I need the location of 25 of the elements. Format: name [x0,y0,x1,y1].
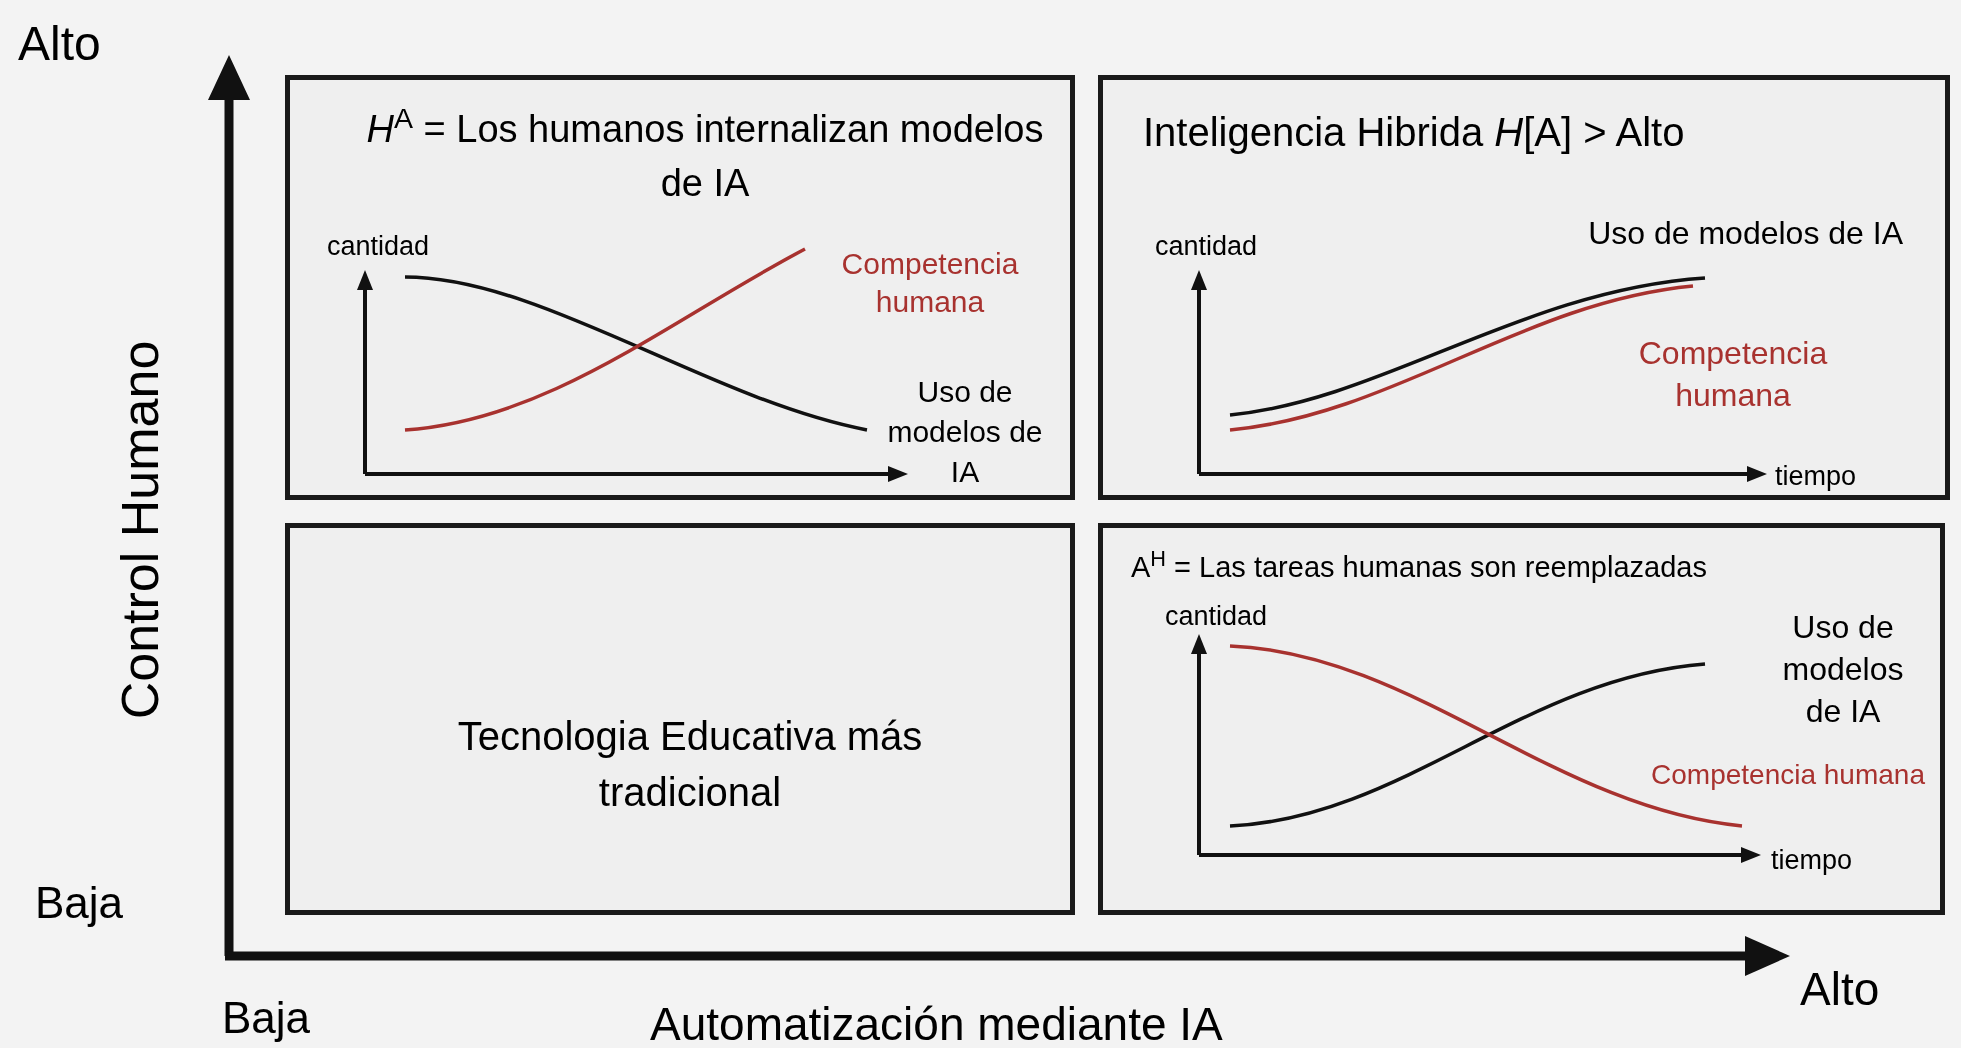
quadrant-text: Tecnologia Educativa más tradicional [456,713,924,816]
axis-label: cantidad [1165,600,1269,633]
axis-title: Automatización mediante IA [650,997,1223,1048]
quadrant-box [285,523,1075,915]
quadrant-box [1098,523,1945,915]
curve-label: Competencia humana [1650,758,1926,792]
axis-label: cantidad [1155,230,1259,263]
axis-value: Baja [35,877,124,929]
quadrant-title: Inteligencia Hibrida H[A] > Alto [1143,109,1686,156]
quadrant-box [1098,75,1950,500]
curve-label: Uso de modelos de IA [1781,608,1905,731]
axis-label: tiempo [1771,844,1854,877]
axis-label: cantidad [327,230,431,263]
curve-label: Uso de modelos de IA [886,374,1044,490]
curve-label: Competencia humana [1637,334,1829,415]
quadrant-title: H$^{A}$ = Los humanos internalizan modelos de IA [365,102,1045,206]
axis-value: Baja [222,992,311,1044]
axis-title: Control Humano [110,340,170,720]
curve-label: Uso de modelos de IA [1587,214,1903,253]
quadrant-box [285,75,1075,500]
axis-value: Alto [1800,962,1880,1017]
axis-label: tiempo [1775,460,1858,493]
curve-label: Competencia humana [840,246,1020,320]
quadrant-title: A$^{H}$ = Las tareas humanas son reemplazadas [1131,546,1708,585]
axis-value: Alto [18,16,101,72]
